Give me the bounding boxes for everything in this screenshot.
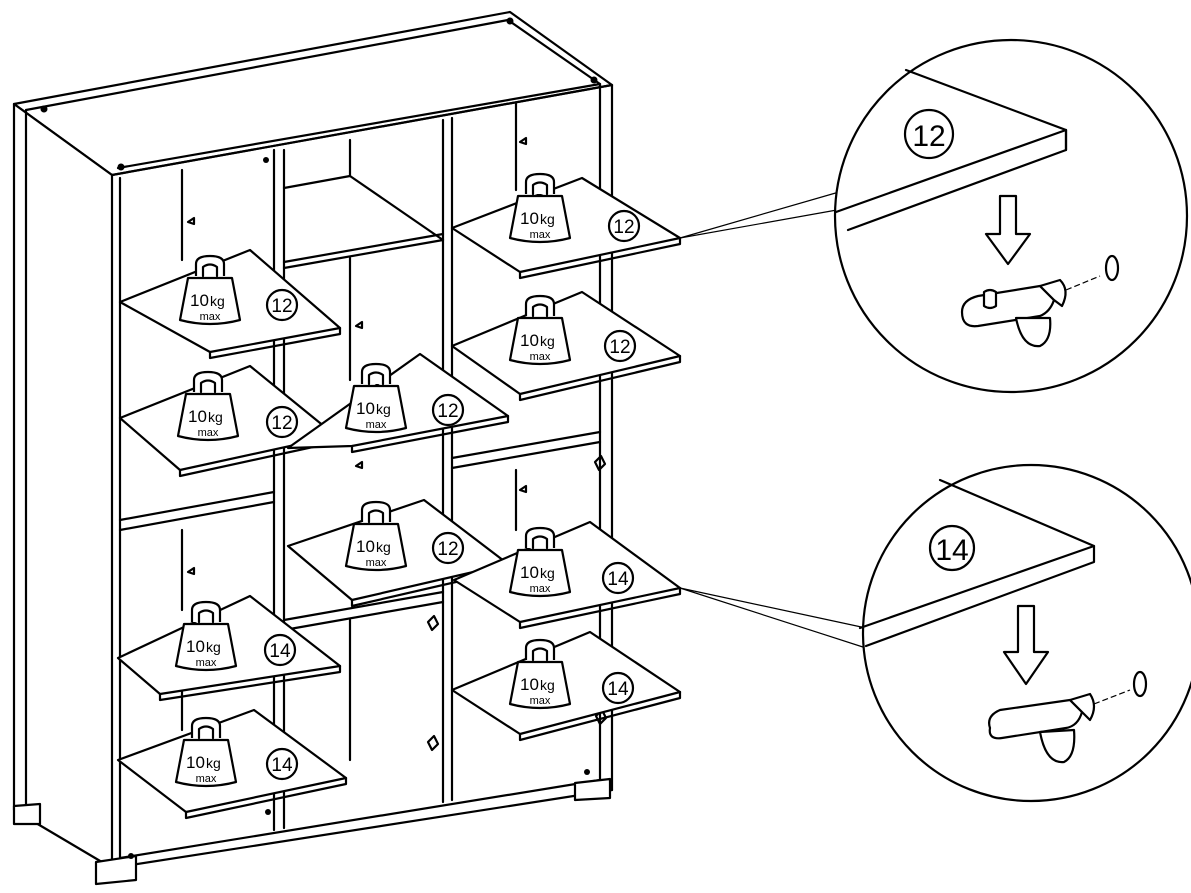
part-number-badge — [603, 329, 637, 363]
weight-unit: kg — [540, 677, 555, 693]
weight-note: max — [200, 311, 221, 323]
part-number-badge — [601, 561, 635, 595]
weight-value: 10 — [186, 753, 205, 772]
weight-unit: kg — [540, 565, 555, 581]
dowel-hole-icon — [1132, 670, 1148, 698]
weight-unit: kg — [206, 755, 221, 771]
shelf-part-label: 14 — [607, 569, 629, 590]
shelf-part-label: 12 — [271, 296, 292, 317]
weight-value: 10 — [520, 209, 539, 228]
part-number-badge — [601, 671, 635, 705]
top-panel — [12, 10, 614, 177]
weight-unit: kg — [376, 539, 391, 555]
weight-value: 10 — [356, 537, 375, 556]
weight-note: max — [366, 557, 387, 569]
shelf-support-pin-icon — [960, 275, 1101, 348]
weight-note: max — [530, 695, 551, 707]
weight-unit: kg — [540, 333, 555, 349]
bookcase-frame — [12, 10, 614, 886]
weight-unit: kg — [208, 409, 223, 425]
part-number-badge — [265, 405, 299, 439]
leader-line — [679, 587, 867, 629]
weight-note: max — [196, 657, 217, 669]
part-number-badge — [928, 524, 976, 572]
shelf-part-label: 14 — [271, 755, 293, 776]
weight-value: 10 — [520, 331, 539, 350]
weight-value: 10 — [520, 675, 539, 694]
shelf-part-label: 14 — [607, 679, 629, 700]
weight-note: max — [366, 419, 387, 431]
down-arrow-icon — [984, 194, 1032, 266]
shelf-part-label: 12 — [437, 401, 458, 422]
weight-unit: kg — [540, 211, 555, 227]
weight-note: max — [198, 427, 219, 439]
shelf-part-label: 12 — [613, 217, 634, 238]
weight-unit: kg — [206, 639, 221, 655]
weight-value: 10 — [520, 563, 539, 582]
detail-part-label: 14 — [935, 534, 968, 567]
weight-note: max — [530, 229, 551, 241]
part-number-badge — [265, 747, 299, 781]
weight-value: 10 — [356, 399, 375, 418]
shelf-part-label: 12 — [271, 413, 292, 434]
part-number-badge — [431, 393, 465, 427]
weight-note: max — [530, 583, 551, 595]
weight-value: 10 — [190, 291, 209, 310]
part-number-badge — [431, 531, 465, 565]
shelf-part-label: 12 — [609, 337, 630, 358]
weight-unit: kg — [376, 401, 391, 417]
shelf-support-pin-icon — [988, 689, 1131, 764]
part-number-badge — [607, 209, 641, 243]
weight-note: max — [530, 351, 551, 363]
shelf-part-label: 14 — [269, 641, 291, 662]
weight-note: max — [196, 773, 217, 785]
detail-callouts: 12 14 — [679, 38, 1191, 803]
weight-value: 10 — [188, 407, 207, 426]
left-side-panel — [12, 102, 114, 870]
foot — [94, 854, 138, 886]
part-number-badge — [903, 108, 955, 160]
down-arrow-icon — [1002, 604, 1050, 686]
dowel-hole-icon — [1104, 254, 1120, 282]
weight-value: 10 — [186, 637, 205, 656]
foot — [573, 777, 612, 802]
shelf-part-label: 12 — [437, 539, 458, 560]
detail-part-label: 12 — [912, 120, 945, 153]
leader-line — [679, 189, 847, 239]
part-number-badge — [265, 288, 299, 322]
part-number-badge — [263, 633, 297, 667]
weight-unit: kg — [210, 293, 225, 309]
foot — [12, 802, 42, 826]
